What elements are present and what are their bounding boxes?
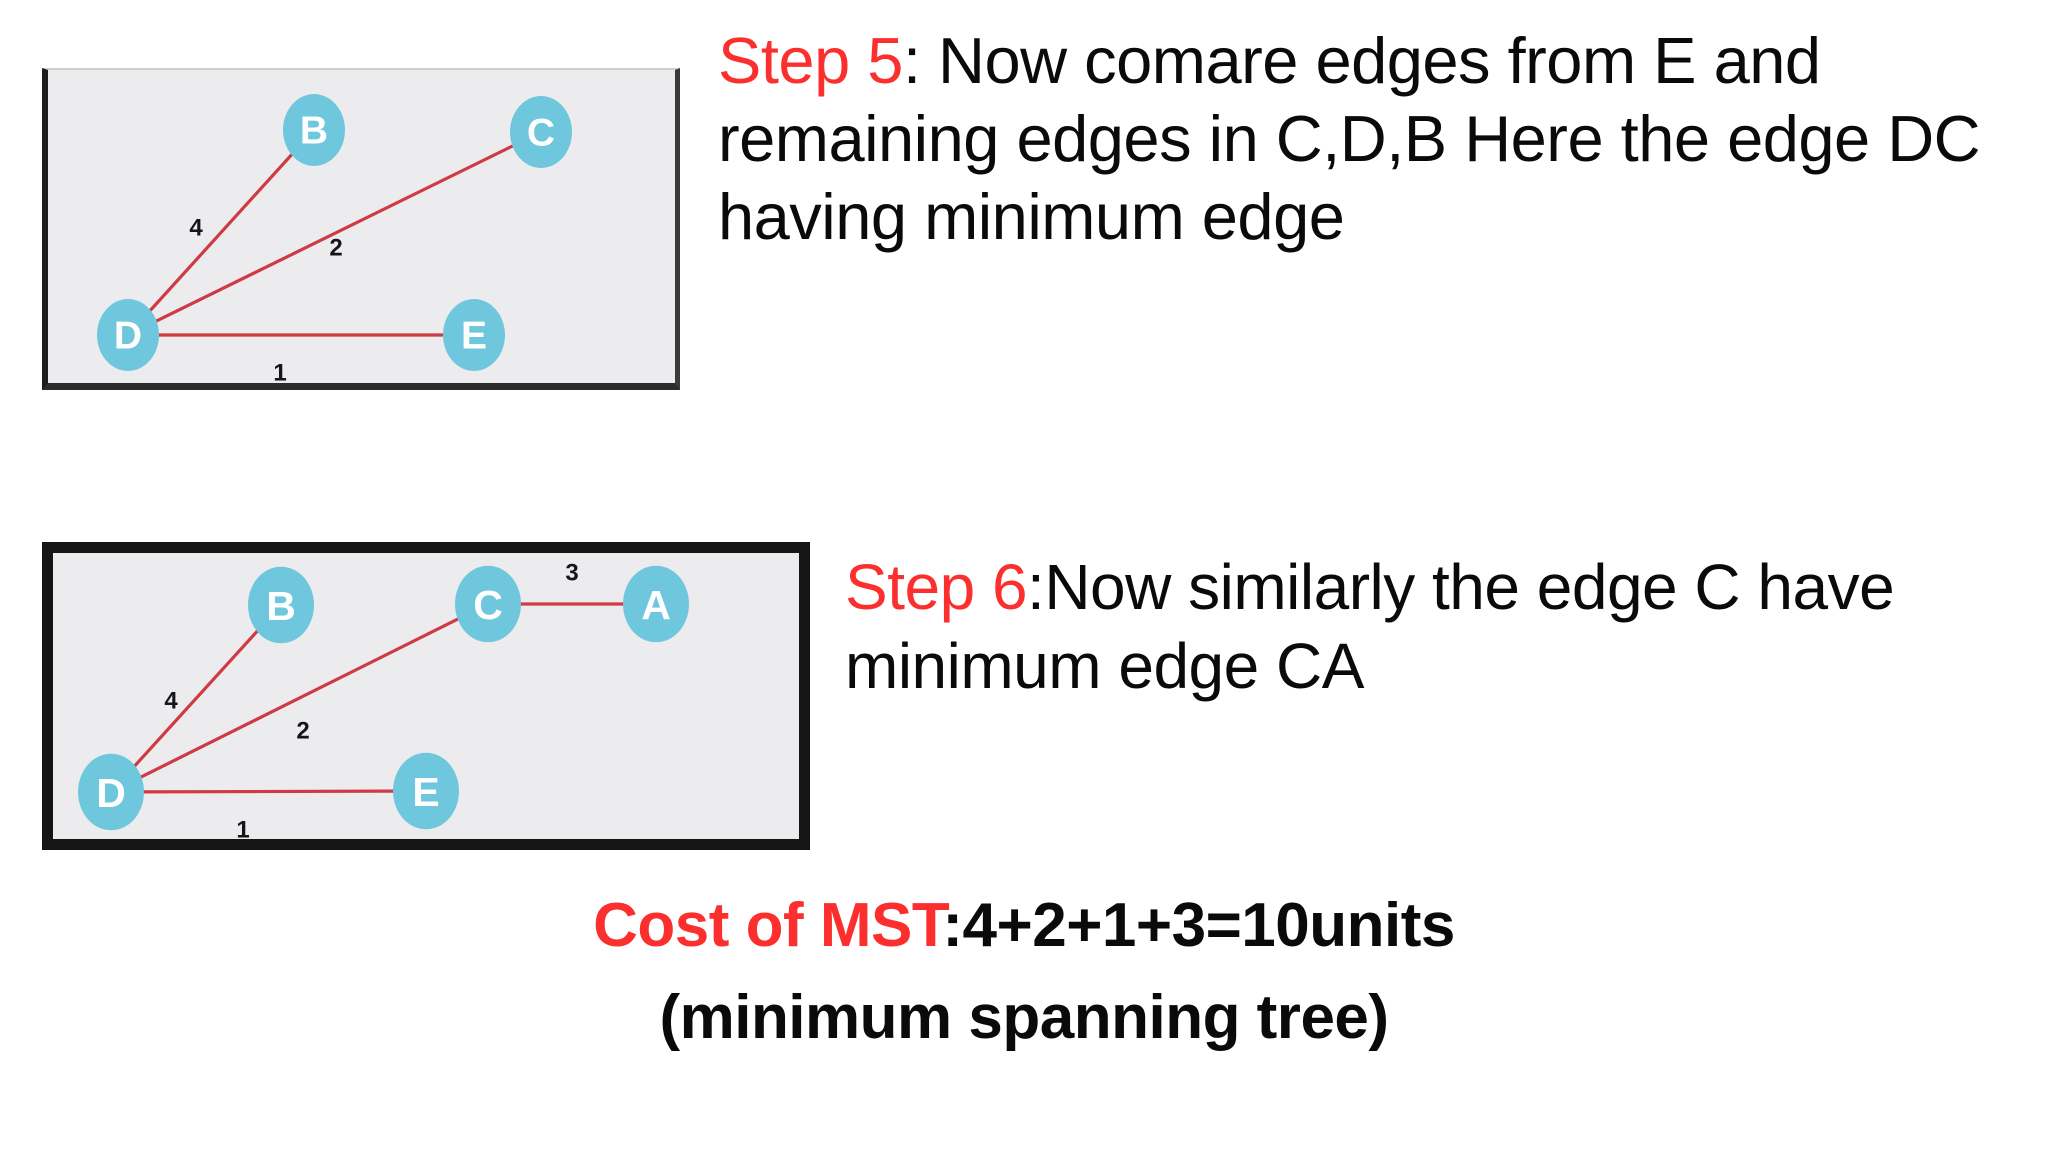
graph-edge-DC <box>135 615 464 781</box>
step5-description: Step 5: Now comare edges from E and rema… <box>718 22 2038 256</box>
edge-weight-DE: 1 <box>273 360 286 387</box>
graph-node-label-D: D <box>114 315 142 358</box>
step6-body: :Now similarly the edge C have minimum e… <box>845 551 1895 702</box>
edge-weight-DC: 2 <box>329 235 342 262</box>
graph-node-A <box>623 565 689 643</box>
graph-node-D <box>78 753 144 831</box>
step5-graph-panel: B C D E 4 2 1 <box>48 70 675 387</box>
graph-edge-DB <box>128 624 264 773</box>
graph-node-label-E: E <box>412 769 439 815</box>
edge-weight-DE: 1 <box>236 817 249 844</box>
edge-weight-DB: 4 <box>164 688 178 715</box>
graph-node-D <box>97 299 159 371</box>
mst-cost-line: Cost of MST:4+2+1+3=10units <box>593 891 1455 960</box>
mst-cost-label: Cost of MST <box>593 891 943 960</box>
graph-node-label-A: A <box>641 582 671 628</box>
mst-conclusion: Cost of MST:4+2+1+3=10units (minimum spa… <box>0 880 2048 1064</box>
graph-node-label-B: B <box>266 583 296 629</box>
graph-node-label-B: B <box>300 110 328 153</box>
graph-node-label-C: C <box>527 112 555 155</box>
graph-node-B <box>248 566 314 644</box>
step6-graph-panel: B C A D E 4 2 3 1 <box>53 553 799 844</box>
step6-graph-canvas: B C A D E 4 2 3 1 <box>78 560 689 844</box>
edge-weight-DB: 4 <box>189 215 203 242</box>
graph-edge-DC <box>150 142 519 325</box>
graph-node-label-C: C <box>473 582 503 628</box>
step6-label: Step 6 <box>845 551 1028 623</box>
step6-graph-figure: B C A D E 4 2 3 1 <box>42 542 810 850</box>
graph-node-E <box>393 752 459 830</box>
graph-edge-DE <box>138 789 399 794</box>
step5-graph-figure: B C D E 4 2 1 <box>42 68 680 390</box>
edge-weight-CA: 3 <box>565 560 578 587</box>
graph-node-C <box>455 565 521 643</box>
step6-description: Step 6:Now similarly the edge C have min… <box>845 548 2040 706</box>
step5-label: Step 5 <box>718 24 903 97</box>
graph-node-label-D: D <box>96 770 126 816</box>
graph-node-E <box>443 299 505 371</box>
graph-node-C <box>510 96 572 168</box>
graph-node-label-E: E <box>461 315 487 358</box>
graph-node-B <box>283 94 345 166</box>
mst-subtitle: (minimum spanning tree) <box>659 983 1389 1052</box>
graph-edge-DB <box>144 148 298 317</box>
step5-graph-canvas: B C D E 4 2 1 <box>97 94 572 387</box>
mst-cost-value: :4+2+1+3=10units <box>942 891 1455 960</box>
edge-weight-DC: 2 <box>296 718 309 745</box>
step5-body: : Now comare edges from E and remaining … <box>718 24 1981 253</box>
